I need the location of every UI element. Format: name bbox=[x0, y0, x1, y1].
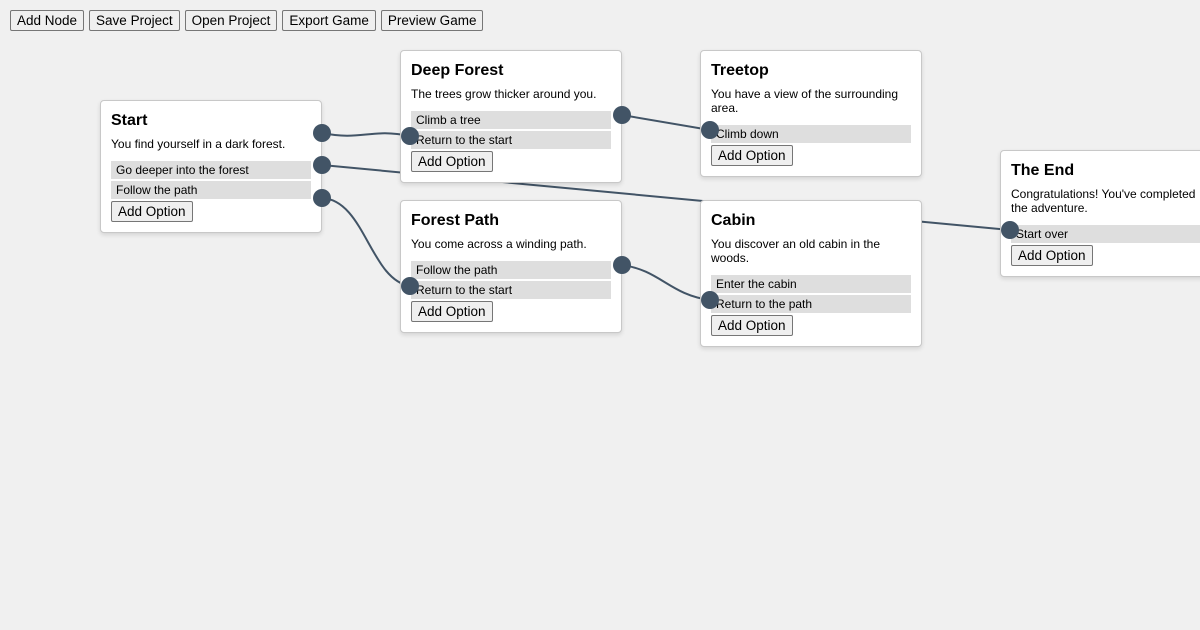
option-follow-path[interactable]: Follow the path bbox=[411, 261, 611, 279]
node-description: The trees grow thicker around you. bbox=[411, 87, 597, 101]
add-node-button[interactable]: Add Node bbox=[10, 10, 85, 31]
node-deep-forest[interactable]: Deep Forest The trees grow thicker aroun… bbox=[400, 50, 622, 183]
connection-start-to-forest-path[interactable] bbox=[321, 197, 411, 287]
export-game-button[interactable]: Export Game bbox=[282, 10, 376, 31]
option-return-to-start[interactable]: Return to the start bbox=[411, 131, 611, 149]
option-start-over[interactable]: Start over bbox=[1011, 225, 1200, 243]
option-follow-path[interactable]: Follow the path bbox=[111, 181, 311, 199]
connection-deep-forest-to-treetop[interactable] bbox=[621, 114, 711, 131]
output-port-start-description[interactable] bbox=[313, 124, 331, 142]
node-title: Cabin bbox=[711, 212, 756, 229]
node-start[interactable]: Start You find yourself in a dark forest… bbox=[100, 100, 322, 233]
option-climb-tree[interactable]: Climb a tree bbox=[411, 111, 611, 129]
node-description: You find yourself in a dark forest. bbox=[111, 137, 286, 151]
add-option-button[interactable]: Add Option bbox=[711, 315, 793, 336]
node-description: You come across a winding path. bbox=[411, 237, 587, 251]
connection-start-to-deep-forest[interactable] bbox=[321, 132, 411, 137]
option-enter-cabin[interactable]: Enter the cabin bbox=[711, 275, 911, 293]
output-port-forest-path-follow[interactable] bbox=[613, 256, 631, 274]
node-title: Start bbox=[111, 112, 148, 129]
input-port-forest-path[interactable] bbox=[401, 277, 419, 295]
input-port-the-end[interactable] bbox=[1001, 221, 1019, 239]
toolbar: Add Node Save Project Open Project Expor… bbox=[10, 10, 484, 31]
add-option-button[interactable]: Add Option bbox=[411, 151, 493, 172]
output-port-follow-path[interactable] bbox=[313, 189, 331, 207]
add-option-button[interactable]: Add Option bbox=[111, 201, 193, 222]
option-return-to-path[interactable]: Return to the path bbox=[711, 295, 911, 313]
add-option-button[interactable]: Add Option bbox=[411, 301, 493, 322]
save-project-button[interactable]: Save Project bbox=[89, 10, 180, 31]
node-title: The End bbox=[1011, 162, 1075, 179]
node-description: You discover an old cabin in the woods. bbox=[711, 237, 881, 265]
node-the-end[interactable]: The End Congratulations! You've complete… bbox=[1000, 150, 1200, 277]
output-port-go-deeper[interactable] bbox=[313, 156, 331, 174]
output-port-climb-tree[interactable] bbox=[613, 106, 631, 124]
node-description: Congratulations! You've completed the ad… bbox=[1011, 187, 1196, 215]
node-cabin[interactable]: Cabin You discover an old cabin in the w… bbox=[700, 200, 922, 347]
node-treetop[interactable]: Treetop You have a view of the surroundi… bbox=[700, 50, 922, 177]
input-port-deep-forest[interactable] bbox=[401, 127, 419, 145]
add-option-button[interactable]: Add Option bbox=[1011, 245, 1093, 266]
option-go-deeper[interactable]: Go deeper into the forest bbox=[111, 161, 311, 179]
node-description: You have a view of the surrounding area. bbox=[711, 87, 899, 115]
connection-forest-path-to-cabin[interactable] bbox=[621, 264, 711, 301]
input-port-treetop[interactable] bbox=[701, 121, 719, 139]
node-title: Treetop bbox=[711, 62, 769, 79]
node-title: Forest Path bbox=[411, 212, 500, 229]
option-climb-down[interactable]: Climb down bbox=[711, 125, 911, 143]
input-port-cabin[interactable] bbox=[701, 291, 719, 309]
option-return-to-start[interactable]: Return to the start bbox=[411, 281, 611, 299]
preview-game-button[interactable]: Preview Game bbox=[380, 10, 484, 31]
open-project-button[interactable]: Open Project bbox=[184, 10, 278, 31]
add-option-button[interactable]: Add Option bbox=[711, 145, 793, 166]
node-forest-path[interactable]: Forest Path You come across a winding pa… bbox=[400, 200, 622, 333]
node-title: Deep Forest bbox=[411, 62, 504, 79]
